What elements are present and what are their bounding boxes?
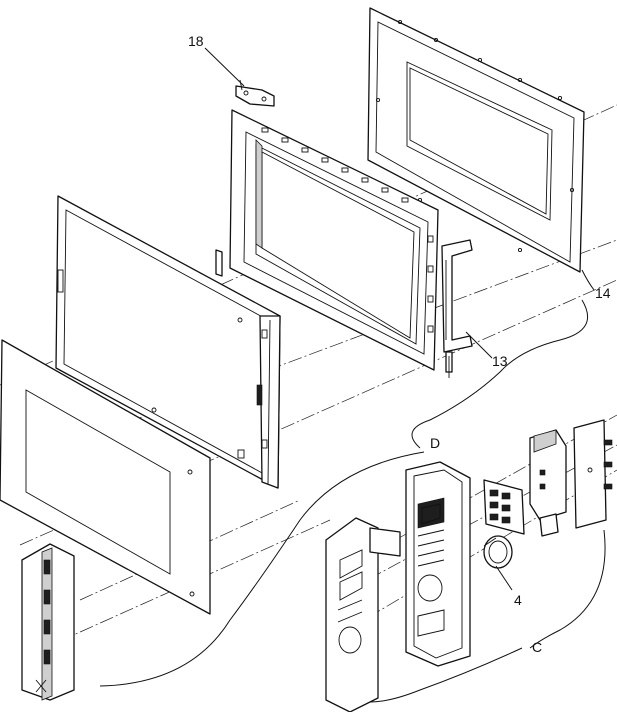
- callout-hinge-18: 18: [188, 33, 204, 49]
- leader-lines: [99, 47, 606, 703]
- callout-door-frame-14: 14: [595, 285, 611, 301]
- hinge-bracket: [235, 79, 275, 107]
- callout-labels: 18 14 13 D 4 C: [188, 33, 611, 655]
- control-panel-housing: [405, 461, 471, 667]
- front-glass-panel: [0, 339, 211, 615]
- chassis-tabs: [261, 127, 434, 333]
- front-door-frame: [55, 195, 281, 489]
- control-pcb-bracket: [573, 419, 613, 529]
- door-side-trim: [21, 543, 75, 701]
- control-panel-overlay: [325, 517, 379, 712]
- callout-detail-d: D: [430, 435, 440, 451]
- display-film: [369, 527, 401, 557]
- callout-latch-hook-13: 13: [492, 353, 508, 369]
- inner-door-chassis: [215, 109, 439, 371]
- latch-hook: [441, 239, 473, 378]
- callout-knob-4: 4: [514, 592, 522, 608]
- keypad-membrane: [483, 479, 525, 535]
- callout-detail-c: C: [532, 639, 542, 655]
- knob-ring: [483, 535, 513, 569]
- timer-switch-block: [529, 429, 567, 537]
- rear-door-frame: [367, 7, 585, 273]
